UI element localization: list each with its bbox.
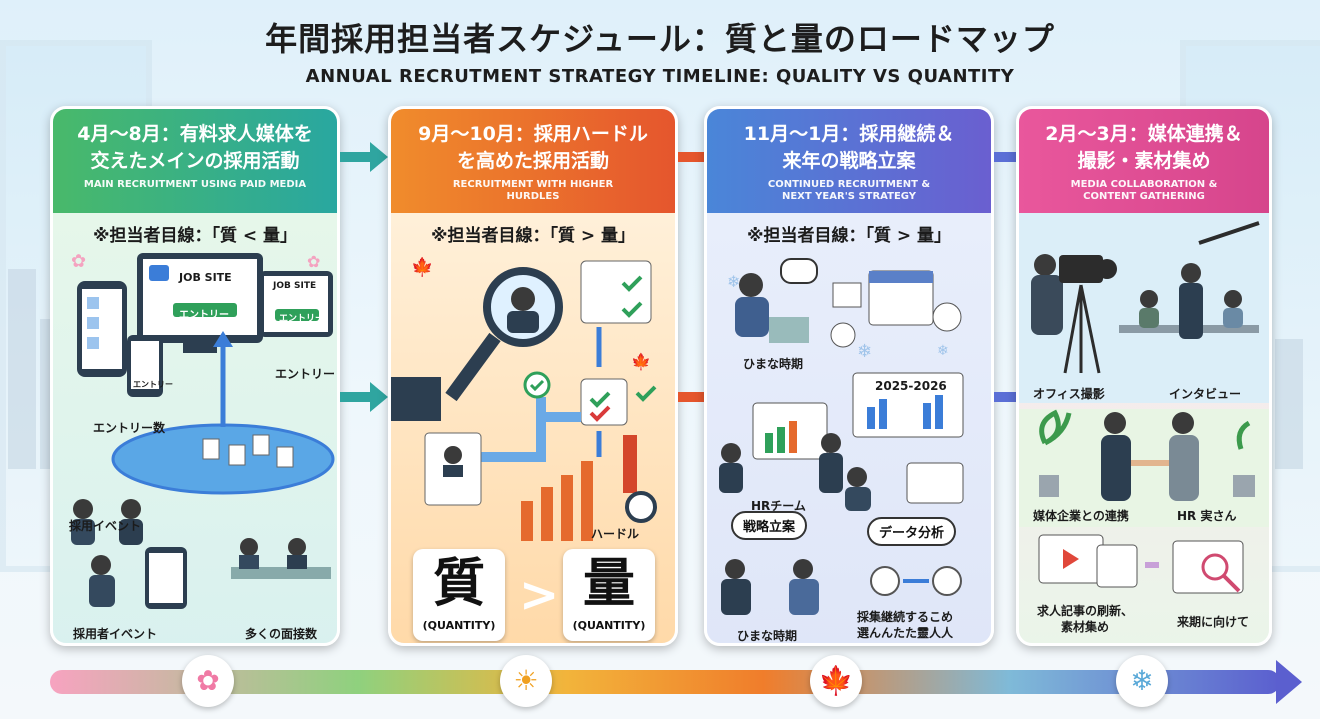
card-body: ※担当者目線：「質 > 量」 — [707, 213, 991, 643]
office-shoot-label: オフィス撮影 — [1033, 387, 1105, 401]
card-heading-line: 2月〜3月：媒体連携＆ — [1045, 123, 1243, 145]
background-building — [1275, 339, 1303, 469]
card-body: ※担当者目線：「質 < 量」 — [53, 213, 337, 643]
interview-count-label: 多くの面接数 — [245, 627, 318, 641]
background-building — [8, 269, 36, 469]
refresh-articles-label: 求人記事の刷新、 素材集め — [1037, 603, 1133, 635]
winter-icon: ❄ — [1116, 655, 1168, 707]
card-heading: 11月〜1月：採用継続＆ 来年の戦略立案 — [707, 121, 991, 175]
card-body: ※担当者目線：「質 > 量」 — [391, 213, 675, 643]
card-body: オフィス撮影 インタビュー 媒体企業との連携 HR 実さん 求人記事の刷新、 素… — [1019, 213, 1269, 643]
entry-count-label: エントリー数 — [93, 421, 166, 435]
page-subtitle: ANNUAL RECRUTMENT STRATEGY TIMELINE: QUA… — [305, 66, 1015, 87]
hirer-event-label: 採用者イベント — [73, 627, 158, 641]
timeline-arrow-tip — [1276, 660, 1302, 704]
entry-button-label: エントリー — [179, 310, 229, 321]
continue-recruit-line: 採集継続するこめ — [857, 610, 954, 624]
card-heading-en-line: RECRUITMENT WITH HIGHER — [452, 179, 614, 190]
card-heading-en-line: NEXT YEAR'S STRATEGY — [781, 191, 917, 202]
media-shoot-illustration — [1019, 213, 1269, 594]
card-heading-en: RECRUITMENT WITH HIGHER HURDLES — [391, 179, 675, 203]
phase-card-feb-mar: 2月〜3月：媒体連携＆ 撮影・素材集め MEDIA COLLABORATION … — [1016, 106, 1272, 646]
continue-recruit-line: 選んんたた靈人人 — [857, 626, 954, 640]
card-heading-line: 撮影・素材集め — [1077, 150, 1211, 172]
idle-period-label: ひまな時期 — [737, 629, 798, 643]
idle-period-label: ひまな時期 — [743, 357, 804, 371]
screening-illustration: 🍁 🍁 — [391, 256, 657, 541]
card-heading-en-line: CONTENT GATHERING — [1083, 191, 1205, 202]
hr-san-label: HR 実さん — [1177, 509, 1237, 523]
flow-arrow — [340, 380, 390, 418]
card-header: 9月〜10月：採用ハードル を高めた採用活動 RECRUITMENT WITH … — [391, 109, 675, 213]
perspective-label: ※担当者目線：「質 > 量」 — [746, 226, 952, 246]
page-title: 年間採用担当者スケジュール：質と量のロードマップ — [265, 20, 1055, 58]
card-header: 2月〜3月：媒体連携＆ 撮影・素材集め MEDIA COLLABORATION … — [1019, 109, 1269, 213]
quality-kanji: 質 — [432, 554, 485, 614]
quantity-sub-label: (QUANTITY) — [572, 619, 646, 632]
svg-text:✿: ✿ — [71, 251, 86, 272]
continue-recruit-label: 採集継続するこめ 選んんたた靈人人 — [857, 609, 953, 641]
flow-arrow — [340, 140, 390, 178]
perspective-label: ※担当者目線：「質 > 量」 — [430, 226, 636, 246]
card-heading-en-line: MEDIA COLLABORATION & — [1070, 179, 1218, 190]
data-analysis-speech-bubble: データ分析 — [867, 517, 957, 546]
refresh-articles-line: 素材集め — [1061, 620, 1110, 634]
card-heading-en-line: CONTINUED RECRUITMENT & — [767, 179, 931, 190]
svg-text:🍁: 🍁 — [631, 352, 651, 371]
card-heading-line: を高めた採用活動 — [456, 150, 609, 172]
card-heading-en-line: HURDLES — [506, 191, 560, 202]
svg-text:❄: ❄ — [937, 343, 949, 359]
refresh-articles-line: 求人記事の刷新、 — [1037, 604, 1134, 618]
interview-label: インタビュー — [1169, 387, 1242, 401]
card-heading-line: 交えたメインの採用活動 — [90, 150, 300, 172]
svg-text:🍁: 🍁 — [411, 256, 433, 278]
job-site-label: JOB SITE — [273, 281, 317, 291]
card-heading-en: MEDIA COLLABORATION & CONTENT GATHERING — [1019, 179, 1269, 203]
entry-button-label: エントリー — [279, 314, 325, 324]
card-heading-line: 来年の戦略立案 — [782, 150, 916, 172]
spring-icon: ✿ — [182, 655, 234, 707]
svg-text:❄: ❄ — [727, 272, 740, 291]
job-site-label: JOB SITE — [179, 271, 232, 284]
strategy-illustration: ❄ ❄ ❄ — [719, 258, 964, 615]
card-header: 4月〜8月：有料求人媒体を 交えたメインの採用活動 MAIN RECRUITME… — [53, 109, 337, 213]
phone-entry-label: エントリー — [133, 380, 173, 389]
card-heading-en: CONTINUED RECRUITMENT & NEXT YEAR'S STRA… — [707, 179, 991, 203]
autumn-icon: 🍁 — [810, 655, 862, 707]
card-heading: 4月〜8月：有料求人媒体を 交えたメインの採用活動 — [53, 121, 337, 175]
season-timeline — [50, 670, 1280, 694]
phase-card-apr-aug: 4月〜8月：有料求人媒体を 交えたメインの採用活動 MAIN RECRUITME… — [50, 106, 340, 646]
recruit-event-label: 採用イベント — [69, 519, 142, 533]
perspective-label: ※担当者目線：「質 < 量」 — [92, 226, 298, 246]
quality-kanji-box: 質 (QUANTITY) — [413, 549, 505, 641]
svg-text:❄: ❄ — [857, 341, 872, 362]
phase-card-nov-jan: 11月〜1月：採用継続＆ 来年の戦略立案 CONTINUED RECRUITME… — [704, 106, 994, 646]
hurdle-label: ハードル — [591, 527, 640, 541]
hr-team-label: HRチーム — [751, 499, 806, 513]
media-illustration: ✿ ✿ — [71, 251, 335, 609]
card-heading: 2月〜3月：媒体連携＆ 撮影・素材集め — [1019, 121, 1269, 175]
media-collab-label: 媒体企業との連携 — [1033, 509, 1129, 523]
card-heading-line: 4月〜8月：有料求人媒体を — [77, 123, 313, 145]
quality-sub-label: (QUANTITY) — [422, 619, 496, 632]
card-heading-line: 9月〜10月：採用ハードル — [418, 123, 648, 145]
quantity-kanji: 量 — [582, 554, 635, 614]
summer-icon: ☀ — [500, 655, 552, 707]
card-header: 11月〜1月：採用継続＆ 来年の戦略立案 CONTINUED RECRUITME… — [707, 109, 991, 213]
quantity-kanji-box: 量 (QUANTITY) — [563, 549, 655, 641]
next-term-label: 来期に向けて — [1177, 615, 1250, 629]
phase-card-sep-oct: 9月〜10月：採用ハードル を高めた採用活動 RECRUITMENT WITH … — [388, 106, 678, 646]
svg-text:✿: ✿ — [307, 252, 320, 271]
greater-than-symbol: > — [519, 567, 560, 623]
strategy-speech-bubble: 戦略立案 — [731, 511, 808, 540]
year-label: 2025-2026 — [875, 379, 947, 393]
card-heading: 9月〜10月：採用ハードル を高めた採用活動 — [391, 121, 675, 175]
card-heading-line: 11月〜1月：採用継続＆ — [743, 123, 955, 145]
entry-label: エントリー — [275, 367, 336, 381]
card-heading-en: MAIN RECRUITMENT USING PAID MEDIA — [83, 179, 307, 190]
